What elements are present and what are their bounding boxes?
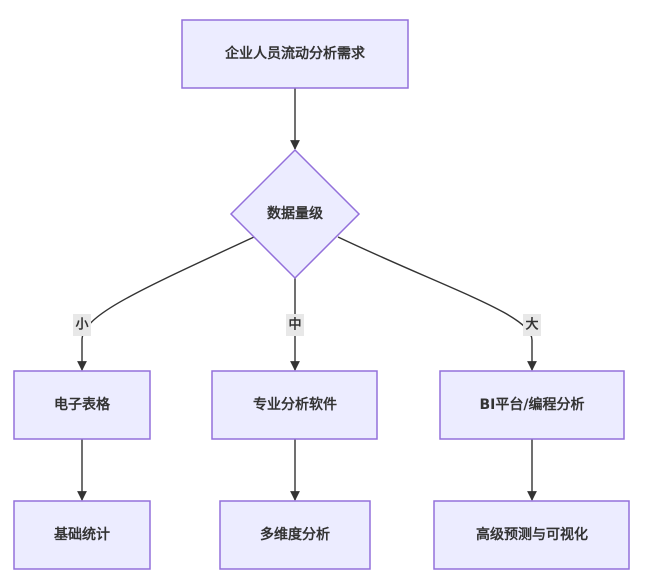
node-root-label: 企业人员流动分析需求 [224,45,366,62]
node-decision-label: 数据量级 [267,205,324,222]
node-small-result-label: 基础统计 [54,526,110,543]
edge-decision-to-small [77,236,255,371]
node-large-tool-label: BI平台/编程分析 [480,396,585,413]
node-medium-result-label: 多维度分析 [260,526,330,543]
node-small-result: 基础统计 [13,500,151,570]
edge-label-small: 小 [73,314,91,336]
node-small-tool-label: 电子表格 [54,396,111,413]
node-large-tool: BI平台/编程分析 [439,370,625,440]
edge-label-small-text: 小 [75,318,88,333]
node-root: 企业人员流动分析需求 [181,19,409,89]
edge-decision-to-large [337,236,537,371]
node-medium-tool: 专业分析软件 [211,370,378,440]
node-large-result: 高级预测与可视化 [433,500,630,570]
edge-label-medium: 中 [286,314,304,336]
edge-label-medium-text: 中 [288,317,301,333]
node-small-tool: 电子表格 [13,370,151,440]
node-large-result-label: 高级预测与可视化 [476,526,588,543]
node-decision: 数据量级 [229,148,361,280]
edge-label-large-text: 大 [525,317,538,333]
node-medium-tool-label: 专业分析软件 [253,396,337,413]
edge-label-large: 大 [523,314,541,336]
node-medium-result: 多维度分析 [219,500,371,570]
